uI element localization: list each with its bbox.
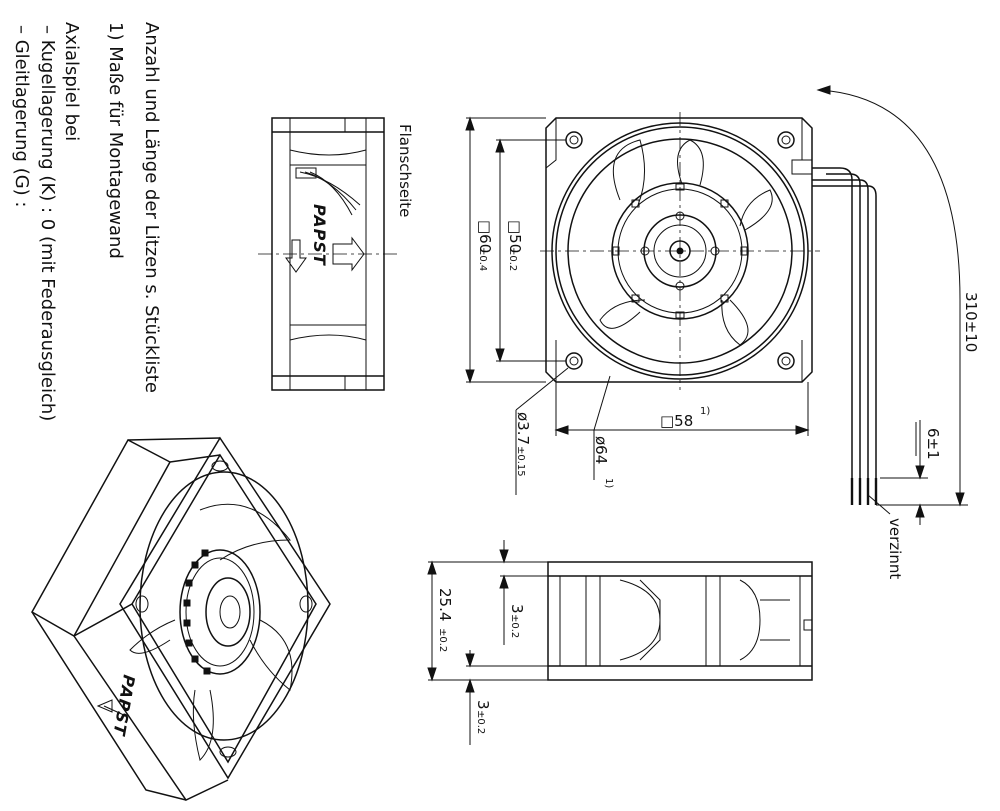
tinned-label: verzinnt bbox=[886, 518, 904, 579]
lead-wires: 310±10 6±1 verzinnt bbox=[812, 85, 980, 579]
lead-length-dim: 310±10 bbox=[962, 292, 980, 352]
side-view: PAPST Flanschseite bbox=[258, 117, 414, 391]
dim-tol-60: ±0.4 bbox=[477, 247, 488, 271]
flange-top-dim: 3 bbox=[508, 604, 526, 614]
strand-note: Anzahl und Länge der Litzen s. Stücklist… bbox=[141, 22, 162, 393]
dim-tol-hole: ±0.15 bbox=[515, 446, 526, 477]
footnote-mounting-wall: 1) Maße für Montagewand bbox=[105, 22, 126, 259]
dim-square-50: □50 bbox=[506, 220, 524, 253]
flange-top-tol: ±0.2 bbox=[509, 614, 520, 638]
dim-square-60: □60 bbox=[476, 220, 494, 253]
front-view: □60 ±0.4 □50 ±0.2 □58 1) ø3.7 ±0.15 ø64 … bbox=[465, 112, 820, 495]
flange-side-label: Flanschseite bbox=[396, 124, 414, 217]
dim-hole-diameter: ø3.7 bbox=[514, 412, 532, 445]
notes-block: Anzahl und Länge der Litzen s. Stücklist… bbox=[11, 22, 162, 421]
dim-sup-58: 1) bbox=[700, 406, 710, 417]
isometric-view: PAPST bbox=[30, 436, 331, 801]
dim-diameter-64: ø64 bbox=[592, 436, 610, 464]
axial-play-title: Axialspiel bei bbox=[61, 22, 82, 141]
strip-length-dim: 6±1 bbox=[924, 428, 942, 460]
dim-sup-64: 1) bbox=[603, 478, 614, 488]
height-tol: ±0.2 bbox=[437, 628, 448, 652]
dim-square-58: □58 bbox=[660, 412, 693, 430]
side-view-logo: PAPST bbox=[310, 204, 329, 266]
height-dim: 25.4 bbox=[436, 588, 454, 621]
flange-bottom-dim: 3 bbox=[474, 700, 492, 710]
sleeve-bearing-note: – Gleitlagerung (G) : bbox=[11, 25, 32, 207]
flange-bottom-tol: ±0.2 bbox=[475, 710, 486, 734]
dim-tol-50: ±0.2 bbox=[507, 247, 518, 271]
ball-bearing-note: – Kugellagerung (K) : 0 (mit Federausgle… bbox=[37, 25, 58, 421]
iso-view-logo: PAPST bbox=[109, 673, 138, 737]
bottom-view: 25.4 ±0.2 3 ±0.2 3 ±0.2 bbox=[427, 540, 813, 745]
